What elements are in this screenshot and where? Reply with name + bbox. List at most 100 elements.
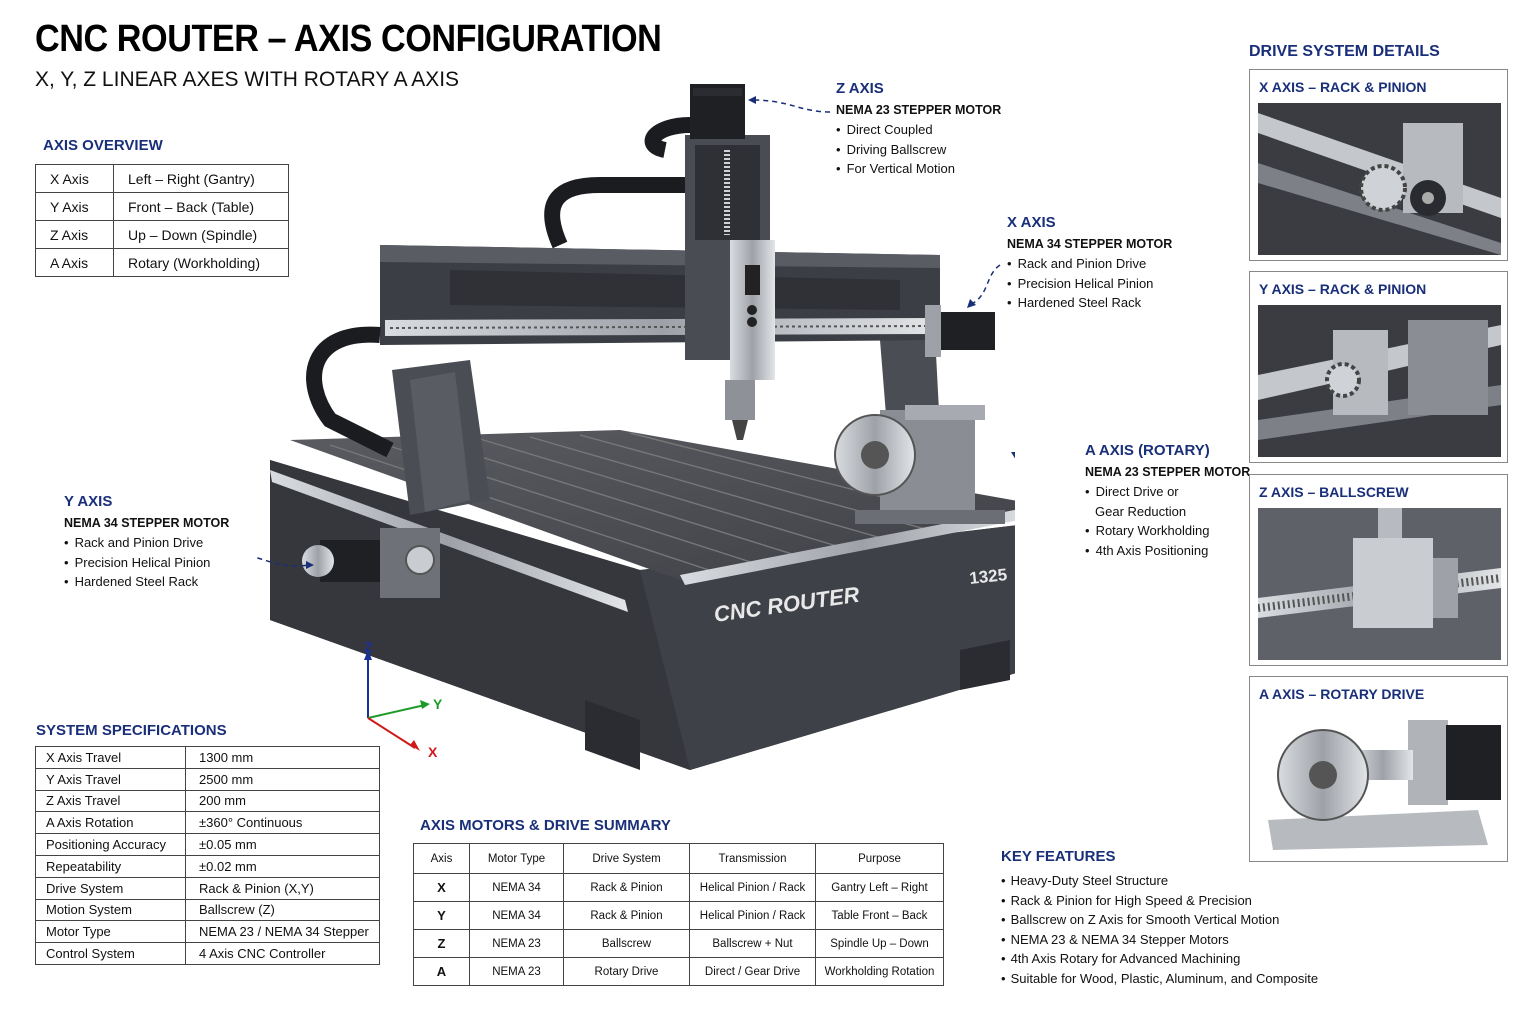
key-features-title: KEY FEATURES <box>1001 848 1116 865</box>
a-axis-motor-label: NEMA 23 STEPPER MOTOR <box>1085 465 1251 479</box>
spec-label: Control System <box>35 942 186 965</box>
a-axis-feature: Rotary Workholding <box>1085 521 1250 541</box>
a-axis-callout-title: A AXIS (ROTARY) <box>1085 442 1210 459</box>
motor-summary-cell: Workholding Rotation <box>815 957 944 986</box>
motor-summary-cell: Rack & Pinion <box>563 901 690 930</box>
spec-label: Repeatability <box>35 854 186 878</box>
key-feature-item: NEMA 23 & NEMA 34 Stepper Motors <box>1001 930 1318 950</box>
motor-summary-title: AXIS MOTORS & DRIVE SUMMARY <box>420 817 671 834</box>
drive-panel-y-title: Y AXIS – RACK & PINION <box>1259 281 1427 297</box>
key-feature-item: Ballscrew on Z Axis for Smooth Vertical … <box>1001 910 1318 930</box>
x-axis-motor-label: NEMA 34 STEPPER MOTOR <box>1007 237 1173 251</box>
z-axis-callout-title: Z AXIS <box>836 80 884 97</box>
triad-y-label: Y <box>433 696 443 712</box>
z-axis-carriage <box>685 84 775 440</box>
spec-row: A Axis Rotation±360° Continuous <box>35 811 380 835</box>
motor-summary-cell: Ballscrew <box>563 929 690 958</box>
drive-panel-x: X AXIS – RACK & PINION <box>1249 69 1508 261</box>
spec-label: Positioning Accuracy <box>35 833 186 856</box>
spec-value: ±0.02 mm <box>185 854 380 878</box>
motor-summary-cell: Helical Pinion / Rack <box>689 901 816 930</box>
drive-panel-y: Y AXIS – RACK & PINION <box>1249 271 1508 463</box>
drive-panel-a: A AXIS – ROTARY DRIVE <box>1249 676 1508 862</box>
key-feature-item: Rack & Pinion for High Speed & Precision <box>1001 891 1318 911</box>
a-axis-rotary <box>834 405 1005 524</box>
key-feature-item: Heavy-Duty Steel Structure <box>1001 871 1318 891</box>
a-axis-feature: Direct Drive or <box>1085 482 1250 502</box>
drive-panel-z-title: Z AXIS – BALLSCREW <box>1259 484 1409 500</box>
y-axis-motor <box>302 528 440 598</box>
a-axis-feature: Gear Reduction <box>1095 503 1187 519</box>
x-axis-feature: Rack and Pinion Drive <box>1007 254 1172 274</box>
x-axis-callout: X AXIS NEMA 34 STEPPER MOTOR Rack and Pi… <box>1007 214 1172 313</box>
axis-overview-desc: Front – Back (Table) <box>113 192 289 221</box>
drive-panel-x-title: X AXIS – RACK & PINION <box>1259 79 1427 95</box>
motor-summary-cell: Direct / Gear Drive <box>689 957 816 986</box>
motor-summary-header-cell: Motor Type <box>469 843 564 874</box>
callout-arrowheads <box>306 96 1015 569</box>
spec-value: Ballscrew (Z) <box>185 898 380 922</box>
x-axis-callout-title: X AXIS <box>1007 214 1056 231</box>
page-title: CNC ROUTER – AXIS CONFIGURATION <box>35 18 662 60</box>
spec-row: Repeatability±0.02 mm <box>35 854 380 878</box>
spec-label: A Axis Rotation <box>35 811 186 835</box>
motor-summary-cell: Rack & Pinion <box>563 873 690 902</box>
spec-value: NEMA 23 / NEMA 34 Stepper <box>185 920 380 944</box>
y-axis-callout-title: Y AXIS <box>64 493 113 510</box>
y-axis-feature: Precision Helical Pinion <box>64 553 229 573</box>
axis-overview-desc: Up – Down (Spindle) <box>113 220 289 249</box>
motor-summary-cell: A <box>413 957 470 986</box>
page-subtitle: X, Y, Z LINEAR AXES WITH ROTARY A AXIS <box>35 68 460 91</box>
x-rack-pinion-image <box>1258 103 1501 255</box>
drive-panel-z: Z AXIS – BALLSCREW <box>1249 474 1508 666</box>
spec-label: Drive System <box>35 876 186 900</box>
spec-value: ±0.05 mm <box>185 833 380 856</box>
motor-summary-header-cell: Drive System <box>563 843 690 874</box>
y-axis-callout: Y AXIS NEMA 34 STEPPER MOTOR Rack and Pi… <box>64 493 229 592</box>
z-axis-feature: Driving Ballscrew <box>836 140 1001 160</box>
motor-summary-cell: Y <box>413 901 470 930</box>
motor-summary-cell: NEMA 34 <box>469 873 564 902</box>
spec-value: Rack & Pinion (X,Y) <box>185 876 380 900</box>
x-axis-feature: Precision Helical Pinion <box>1007 274 1172 294</box>
spec-value: ±360° Continuous <box>185 811 380 835</box>
cable-chain <box>306 117 691 458</box>
spec-label: X Axis Travel <box>35 746 186 769</box>
motor-summary-header-cell: Purpose <box>815 843 944 874</box>
drive-panel-a-title: A AXIS – ROTARY DRIVE <box>1259 686 1425 702</box>
motor-summary-header-cell: Axis <box>413 843 470 874</box>
x-axis-motor <box>925 305 995 357</box>
spec-value: 2500 mm <box>185 767 380 791</box>
cnc-router-illustration: CNC ROUTER 1325 Z Y X <box>255 84 1015 770</box>
spec-label: Motor Type <box>35 920 186 944</box>
machine-base <box>270 460 1015 770</box>
triad-x-label: X <box>428 744 438 760</box>
y-axis-feature: Rack and Pinion Drive <box>64 533 229 553</box>
axis-overview-desc: Left – Right (Gantry) <box>113 164 289 193</box>
a-axis-callout: A AXIS (ROTARY) NEMA 23 STEPPER MOTOR Di… <box>1085 442 1250 560</box>
spec-value: 200 mm <box>185 789 380 813</box>
y-axis-feature: Hardened Steel Rack <box>64 572 229 592</box>
z-axis-feature: For Vertical Motion <box>836 159 1001 179</box>
axis-overview-desc: Rotary (Workholding) <box>113 248 289 277</box>
a-rotary-drive-image <box>1258 710 1501 855</box>
motor-summary-cell: NEMA 23 <box>469 957 564 986</box>
a-axis-feature: 4th Axis Positioning <box>1085 541 1250 561</box>
key-features-list: Heavy-Duty Steel Structure Rack & Pinion… <box>1001 871 1319 989</box>
spec-value: 4 Axis CNC Controller <box>185 942 380 965</box>
triad-z-label: Z <box>364 639 373 655</box>
axis-overview-axis: Y Axis <box>35 192 114 221</box>
motor-summary-cell: Spindle Up – Down <box>815 929 944 958</box>
motor-summary-cell: Table Front – Back <box>815 901 944 930</box>
